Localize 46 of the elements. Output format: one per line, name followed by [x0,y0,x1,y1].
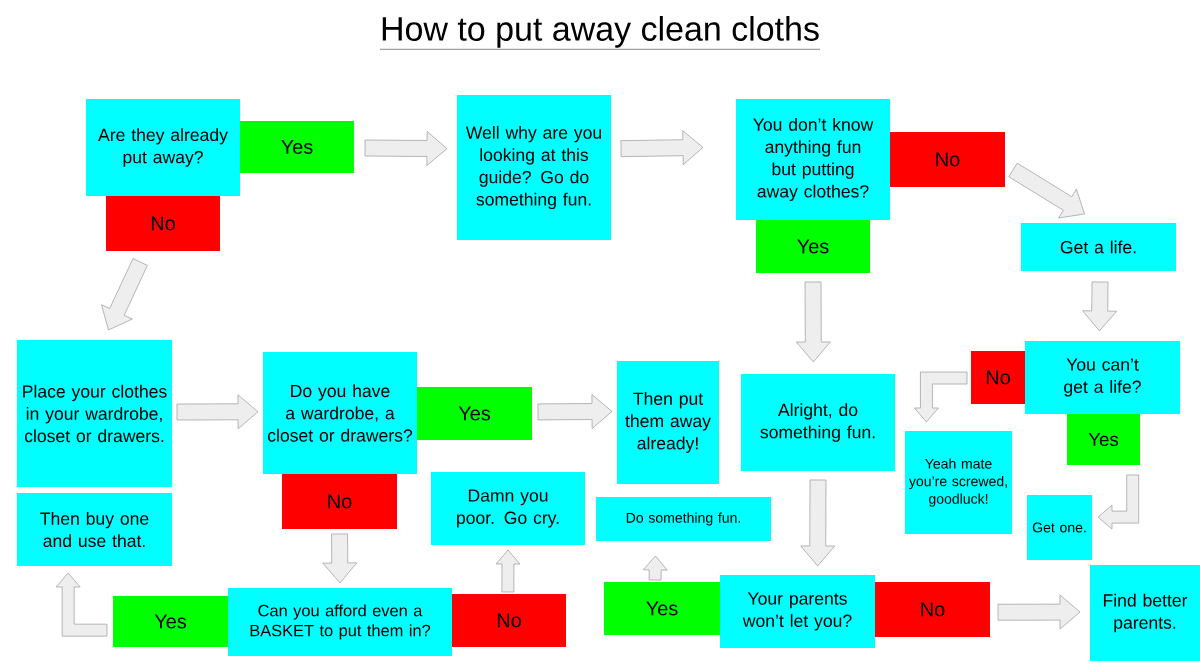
text-box: Get a life. [1021,223,1176,271]
yes-box: Yes [604,582,720,635]
block-arrow [1082,281,1117,332]
yes-box: Yes [113,596,228,647]
block-arrow [55,572,108,637]
block-arrow [101,258,148,331]
no-box: No [282,474,397,529]
text-box: Can you afford even a BASKET to put them in? [228,588,452,656]
text-box: Damn you poor. Go cry. [431,472,585,545]
block-arrow [795,281,831,363]
block-arrow [322,533,358,584]
block-arrow [642,555,668,581]
block-arrow [1097,474,1140,530]
text-box: Well why are you looking at this guide? Go do something fun. [457,95,611,240]
yes-box: Yes [417,387,532,440]
block-arrow [495,549,521,593]
text-box: Get one. [1027,495,1092,560]
yes-box: Yes [1067,414,1140,465]
text-box: You can’t get a life? [1025,341,1180,414]
text-box: You don’t know anything fun but putting away clothes? [736,99,890,220]
no-box: No [875,582,990,637]
text-box: Are they already put away? [86,99,240,196]
no-box: No [452,594,566,647]
block-arrow [997,594,1081,630]
no-box: No [106,196,220,251]
text-box: Your parents won’t let you? [720,575,875,648]
yes-box: Yes [756,220,870,273]
block-arrow [914,371,968,423]
text-box: Alright, do something fun. [741,374,895,471]
text-box: Do something fun. [596,497,771,541]
no-box: No [971,351,1025,404]
text-box: Place your clothes in your wardrobe, closet or drawers. [17,340,172,487]
block-arrow [620,130,704,166]
block-arrow [800,479,836,567]
text-box: Then put them away already! [617,361,719,484]
title: How to put away clean cloths [379,16,821,50]
text-box: Yeah mate you’re screwed, goodluck! [905,431,1012,534]
text-box: Do you have a wardrobe, a closet or drawers? [263,352,417,474]
no-box: No [890,132,1005,187]
block-arrow [1008,162,1085,219]
block-arrow [364,131,448,166]
yes-box: Yes [240,121,354,173]
text-box: Then buy one and use that. [17,493,172,566]
text-box: Find better parents. [1090,565,1200,661]
block-arrow [537,394,613,429]
block-arrow [176,394,259,430]
